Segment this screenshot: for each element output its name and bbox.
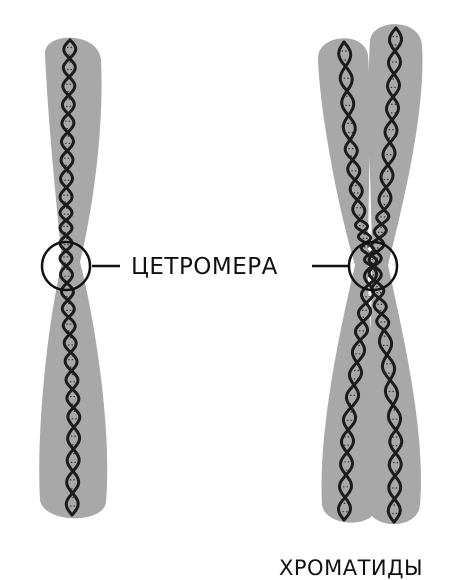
centromere-label: ЦЕТРОМЕРА [131,254,278,280]
chromatids-label: ХРОМАТИДЫ [279,556,423,580]
